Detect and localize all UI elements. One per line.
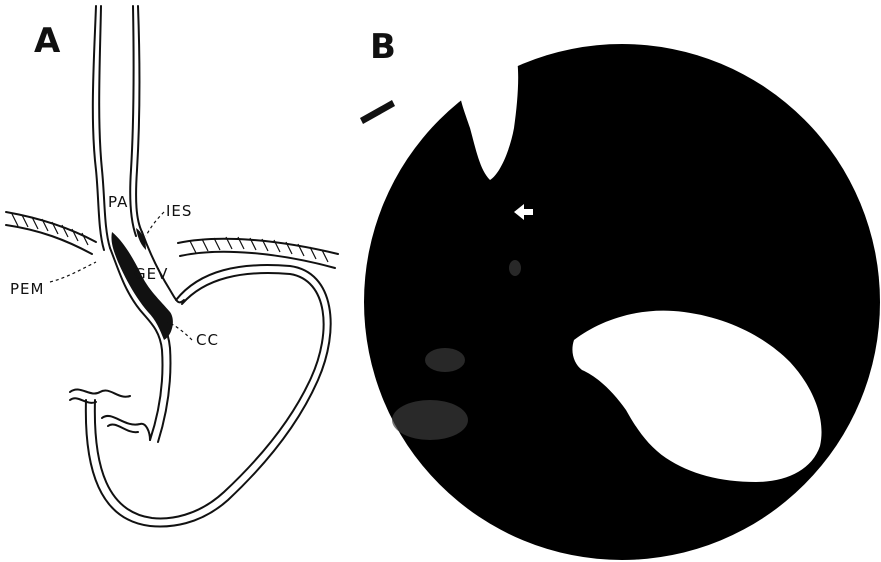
panel-b-letter: B	[370, 27, 396, 67]
label-cc: CC	[196, 331, 219, 349]
label-pa: PA	[108, 193, 128, 211]
scale-mark	[360, 100, 395, 124]
label-gev: GEV	[134, 265, 168, 283]
panel-a: A	[6, 6, 338, 527]
label-ies: IES	[166, 202, 192, 220]
endoscopic-photo	[364, 44, 880, 560]
esophagus-drawing	[6, 6, 338, 527]
dark-fold	[111, 228, 172, 340]
panel-b: B	[360, 27, 880, 560]
label-pem: PEM	[10, 280, 44, 298]
panel-a-letter: A	[34, 21, 61, 61]
